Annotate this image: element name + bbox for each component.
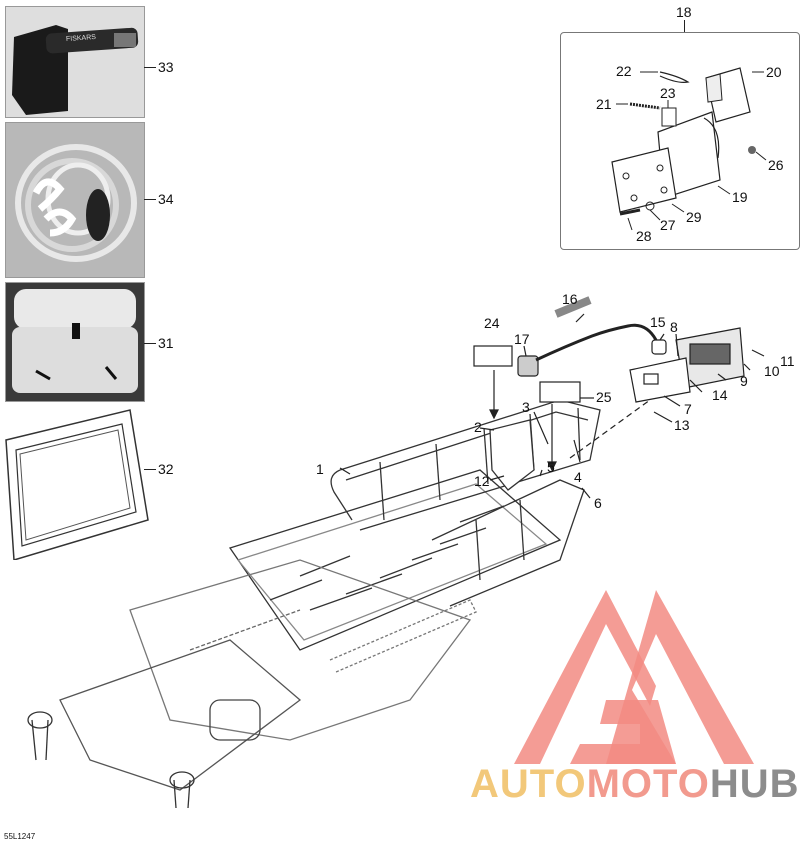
watermark-text: AUTOMOTOHUB bbox=[470, 762, 800, 807]
callout-32: 32 bbox=[158, 461, 174, 477]
tow-rope-photo bbox=[5, 122, 145, 278]
leader-33 bbox=[144, 67, 156, 68]
callout-31: 31 bbox=[158, 335, 174, 351]
callout-23: 23 bbox=[660, 85, 676, 101]
callout-9: 9 bbox=[740, 373, 748, 389]
callout-29: 29 bbox=[686, 209, 702, 225]
callout-24: 24 bbox=[484, 315, 500, 331]
hatchet-photo: FISKARS bbox=[5, 6, 145, 118]
callout-11: 11 bbox=[780, 353, 795, 369]
callout-22: 22 bbox=[616, 63, 632, 79]
cargo-box-photo bbox=[5, 282, 145, 402]
callout-15: 15 bbox=[650, 314, 666, 330]
hatchet-icon bbox=[6, 7, 144, 117]
callout-25: 25 bbox=[596, 389, 612, 405]
callout-1: 1 bbox=[316, 461, 324, 477]
callout-14: 14 bbox=[712, 387, 728, 403]
leader-18 bbox=[684, 20, 685, 32]
callout-6: 6 bbox=[594, 495, 602, 511]
watermark-auto: AUTO bbox=[470, 762, 587, 806]
callout-21: 21 bbox=[596, 96, 612, 112]
tow-rope-icon bbox=[6, 123, 144, 277]
watermark-hub: HUB bbox=[709, 762, 800, 806]
leader-32 bbox=[144, 469, 156, 470]
callout-5: 5 bbox=[547, 459, 555, 475]
callout-27: 27 bbox=[660, 217, 676, 233]
callout-34: 34 bbox=[158, 191, 174, 207]
callout-26: 26 bbox=[768, 157, 784, 173]
callout-33: 33 bbox=[158, 59, 174, 75]
callout-20: 20 bbox=[766, 64, 782, 80]
rear-panel-drawing bbox=[5, 409, 149, 560]
callout-19: 19 bbox=[732, 189, 748, 205]
document-id: 55L1247 bbox=[4, 832, 36, 841]
callout-4: 4 bbox=[574, 469, 582, 485]
callout-7: 7 bbox=[684, 401, 692, 417]
leader-34 bbox=[144, 199, 156, 200]
callout-8: 8 bbox=[670, 319, 678, 335]
callout-18: 18 bbox=[676, 4, 692, 20]
callout-28: 28 bbox=[636, 228, 652, 244]
callout-13: 13 bbox=[674, 417, 690, 433]
callout-10: 10 bbox=[764, 363, 780, 379]
callout-17: 17 bbox=[514, 331, 530, 347]
cargo-box-icon bbox=[6, 283, 144, 401]
callout-12: 12 bbox=[474, 473, 490, 489]
callout-3: 3 bbox=[522, 399, 530, 415]
watermark-moto: MOTO bbox=[586, 762, 710, 806]
callout-16: 16 bbox=[562, 291, 578, 307]
leader-31 bbox=[144, 343, 156, 344]
callout-2: 2 bbox=[474, 419, 482, 435]
